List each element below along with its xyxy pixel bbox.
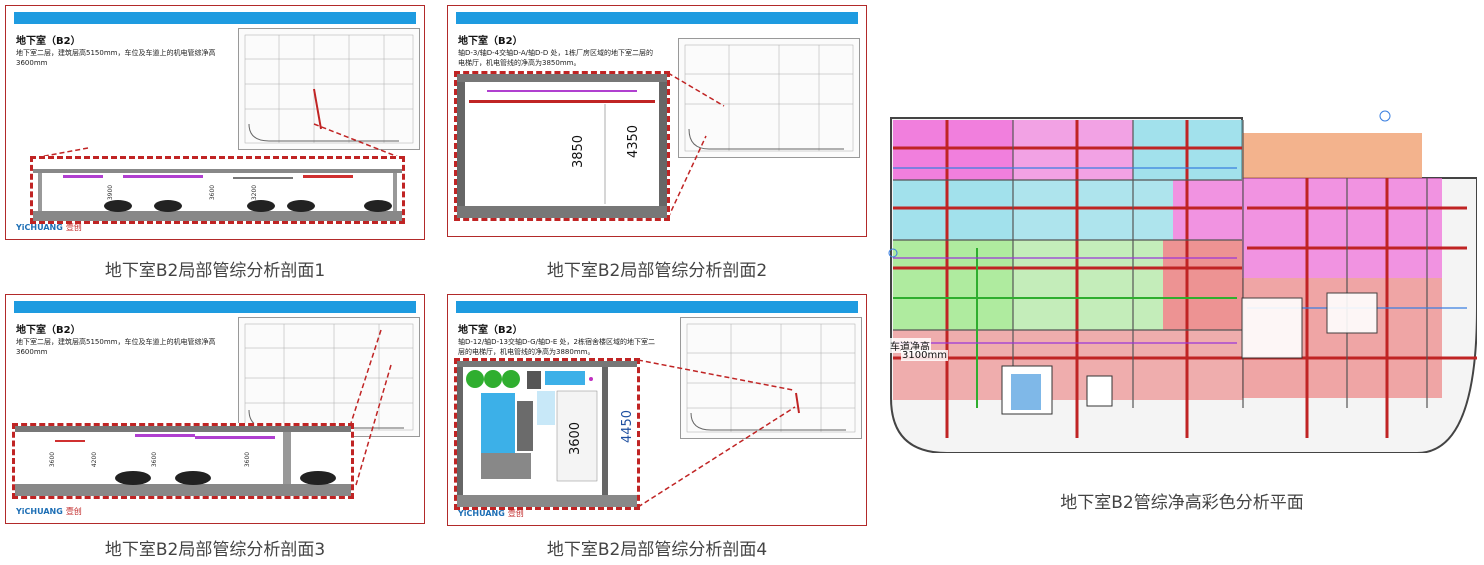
panel-title: 地下室（B2） [458, 325, 523, 336]
panel-accent-bar [14, 301, 416, 313]
dimension-label: 3600 [209, 184, 217, 201]
caption-section-2: 地下室B2局部管综分析剖面2 [546, 261, 768, 281]
section-panel-2: 地下室（B2） 轴D-3/轴D-4交轴D-A/轴D-D 处，1栋厂房区域的地下室… [447, 5, 867, 237]
dimension-label: 3600 [151, 451, 159, 468]
dimension-label: 3900 [107, 184, 115, 201]
dimension-label: 3600 [244, 451, 252, 468]
panel-title: 地下室（B2） [16, 325, 81, 336]
section-view-4: 3600 4450 [454, 358, 640, 510]
floor-height-dimension: 4350 [626, 124, 642, 159]
section-drawing-3 [15, 426, 351, 496]
section-drawing-1 [33, 169, 402, 221]
floor-height-dimension: 4450 [620, 409, 636, 444]
plan-thumbnail [678, 38, 860, 158]
plan-thumbnail-drawing [684, 44, 854, 152]
color-clearance-plan: 车道净高 3100mm [887, 108, 1478, 454]
panel-accent-bar [456, 301, 858, 313]
panel-description: 轴D-12/轴D-13交轴D-G/轴D-E 处，2栋宿舍楼区域的地下室二层的电梯… [458, 338, 655, 356]
panel-description: 轴D-3/轴D-4交轴D-A/轴D-D 处，1栋厂房区域的地下室二层的电梯厅，机… [458, 49, 653, 67]
callout-lines [667, 72, 725, 219]
panel-title: 地下室（B2） [16, 36, 81, 47]
panel-description: 地下室二层，建筑层高5150mm，车位及车道上的机电管综净高3600mm [16, 338, 216, 356]
caption-section-3: 地下室B2局部管综分析剖面3 [104, 540, 326, 560]
section-panel-1: 地下室（B2） 地下室二层，建筑层高5150mm，车位及车道上的机电管综净高36… [5, 5, 425, 240]
section-view-2: 3850 4350 [454, 71, 670, 221]
plan-thumbnail [238, 317, 420, 437]
callout-lines [637, 359, 796, 508]
caption-section-4: 地下室B2局部管综分析剖面4 [546, 540, 768, 560]
callout-lines [350, 329, 392, 486]
plan-drawing [888, 110, 1478, 454]
section-panel-4: 地下室（B2） 轴D-12/轴D-13交轴D-G/轴D-E 处，2栋宿舍楼区域的… [447, 294, 867, 526]
dimension-label: 3200 [251, 184, 259, 201]
plan-thumbnail-drawing [686, 323, 856, 433]
clearance-dimension: 3600 [568, 421, 584, 456]
dimension-label: 3600 [49, 451, 57, 468]
clearance-dimension: 3850 [571, 134, 587, 169]
lane-clearance-label: 车道净高 [889, 338, 931, 353]
plan-thumbnail [680, 317, 862, 439]
section-view-3: 3600 4200 3600 3600 [12, 423, 354, 499]
caption-section-1: 地下室B2局部管综分析剖面1 [104, 261, 326, 281]
section-view-1: 3900 3600 3200 [30, 156, 405, 224]
section-drawing-4 [457, 361, 637, 507]
section-drawing-2 [457, 74, 667, 218]
panel-title: 地下室（B2） [458, 36, 523, 47]
panel-accent-bar [456, 12, 858, 24]
panel-description: 地下室二层，建筑层高5150mm，车位及车道上的机电管综净高3600mm [16, 49, 216, 67]
section-panel-3: 地下室（B2） 地下室二层，建筑层高5150mm，车位及车道上的机电管综净高36… [5, 294, 425, 524]
dimension-label: 4200 [91, 451, 99, 468]
lane-clearance-value: 3100mm [901, 350, 948, 361]
plan-thumbnail-drawing [244, 34, 414, 144]
panel-accent-bar [14, 12, 416, 24]
caption-color-plan: 地下室B2管综净高彩色分析平面 [1060, 493, 1304, 513]
callout-lines [33, 123, 402, 159]
